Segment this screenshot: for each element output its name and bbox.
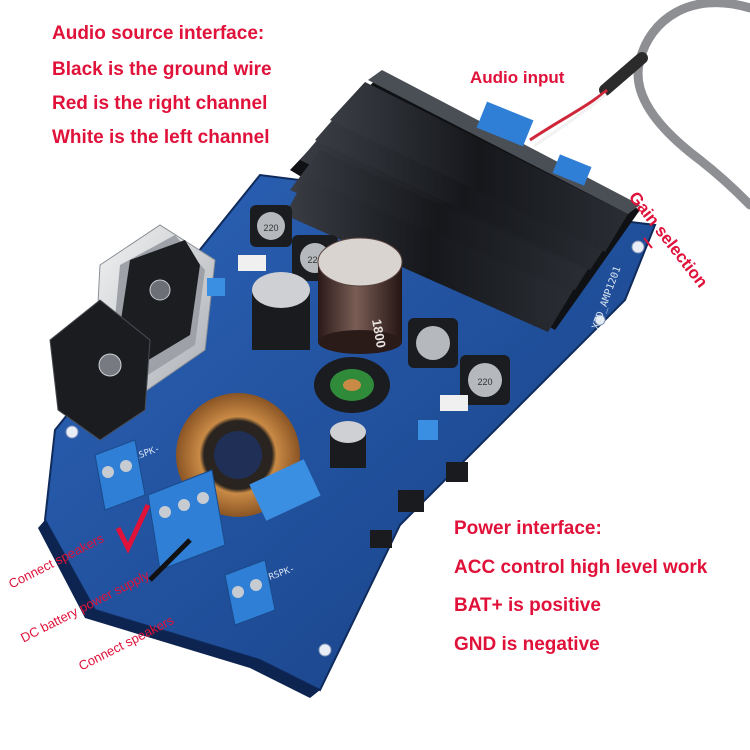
speaker-terminal-bottom[interactable] xyxy=(224,559,276,626)
svg-text:220: 220 xyxy=(307,255,322,265)
power-interface-acc: ACC control high level work xyxy=(454,557,708,578)
tiny-capacitor xyxy=(330,421,366,468)
audio-source-line-left: White is the left channel xyxy=(52,127,270,148)
audio-wires xyxy=(529,88,608,142)
ic-chip xyxy=(446,462,468,482)
audio-input-label: Audio input xyxy=(470,68,565,87)
gain-arrow xyxy=(643,237,653,249)
green-coil xyxy=(314,357,390,413)
power-interface-gnd: GND is negative xyxy=(454,634,600,655)
blue-trimmer xyxy=(418,420,438,440)
ic-chip xyxy=(398,490,424,512)
svg-text:220: 220 xyxy=(477,377,492,387)
mount-hole xyxy=(594,314,606,326)
power-interface-bat: BAT+ is positive xyxy=(454,595,601,616)
smd-inductor xyxy=(408,318,458,368)
audio-source-line-right: Red is the right channel xyxy=(52,93,268,114)
svg-text:1800: 1800 xyxy=(369,318,389,349)
smd-inductor: 220 xyxy=(460,355,510,405)
speaker-terminal-top[interactable] xyxy=(94,439,146,511)
white-resistor xyxy=(238,255,266,271)
blue-trimmer xyxy=(207,278,225,296)
white-resistor xyxy=(440,395,468,411)
audio-input-connector xyxy=(476,101,534,147)
ic-chip xyxy=(370,530,392,548)
pcb-edge xyxy=(38,520,320,698)
mount-hole xyxy=(65,425,79,439)
heatsink xyxy=(285,70,640,332)
audio-source-line-ground: Black is the ground wire xyxy=(52,59,272,80)
small-capacitor xyxy=(252,272,310,350)
audio-cable xyxy=(633,0,750,210)
power-interface-title: Power interface: xyxy=(454,518,602,539)
red-check-mark xyxy=(115,503,151,554)
svg-text:220: 220 xyxy=(263,223,278,233)
audio-source-title: Audio source interface: xyxy=(52,23,265,44)
black-slash-mark xyxy=(148,538,192,582)
voltage-regulators xyxy=(49,224,216,441)
electrolytic-capacitor: 1800 xyxy=(317,237,403,354)
audio-cable-end xyxy=(599,52,648,96)
jumper-block xyxy=(249,459,321,521)
smd-inductor: 220 xyxy=(250,205,292,247)
mount-hole xyxy=(631,240,645,254)
dc-power-terminal[interactable] xyxy=(147,469,226,571)
mount-hole xyxy=(318,643,332,657)
